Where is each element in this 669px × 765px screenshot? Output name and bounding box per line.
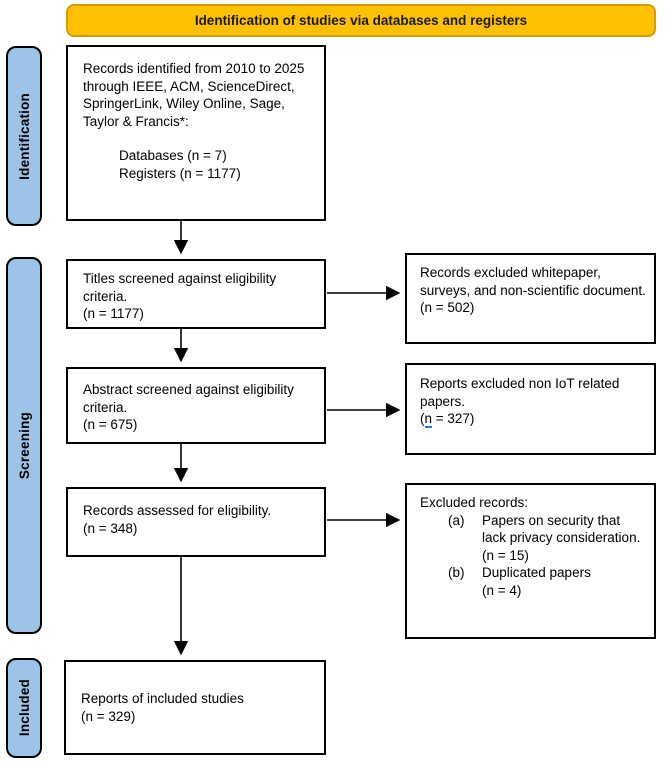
excluded-records-item-b: (b) Duplicated papers (n = 4): [420, 564, 648, 599]
reports-excluded-count-rest: = 327): [432, 411, 475, 427]
abstract-screened-count: (n = 675): [83, 417, 138, 433]
box-records-identified: Records identified from 2010 to 2025 thr…: [66, 45, 326, 221]
stage-label-included-text: Included: [16, 679, 32, 737]
excluded-records-item-a-count: (n = 15): [482, 547, 529, 563]
box-excluded-records: Excluded records: (a) Papers on security…: [405, 483, 656, 639]
records-assessed-text: Records assessed for eligibility.: [83, 503, 272, 518]
records-excluded-text: Records excluded whitepaper, surveys, an…: [420, 265, 646, 298]
reports-excluded-count-open: (: [420, 411, 425, 427]
stage-label-identification-text: Identification: [16, 92, 32, 180]
stage-label-screening-text: Screening: [16, 411, 32, 480]
reports-included-text: Reports of included studies: [81, 690, 244, 706]
records-assessed-count: (n = 348): [83, 520, 138, 536]
excluded-records-item-a-text: Papers on security that lack privacy con…: [482, 512, 648, 565]
grammar-underlined-n: n: [424, 411, 433, 429]
abstract-screened-text: Abstract screened against eligibility cr…: [83, 382, 294, 415]
box-records-assessed: Records assessed for eligibility. (n = 3…: [66, 487, 326, 557]
stage-label-included: Included: [6, 658, 42, 758]
stage-label-screening: Screening: [6, 257, 42, 634]
records-identified-databases-count: Databases (n = 7): [119, 148, 227, 164]
records-excluded-count: (n = 502): [420, 300, 475, 316]
diagram-title: Identification of studies via databases …: [194, 13, 528, 28]
box-reports-included: Reports of included studies (n = 329): [64, 660, 326, 755]
excluded-records-item-b-count: (n = 4): [482, 582, 522, 598]
box-records-excluded: Records excluded whitepaper, surveys, an…: [405, 253, 656, 344]
reports-excluded-text: Reports excluded non IoT related papers.: [420, 376, 620, 409]
excluded-records-item-b-label: (b): [448, 565, 465, 581]
stage-label-identification: Identification: [6, 46, 42, 226]
titles-screened-text: Titles screened against eligibility crit…: [83, 271, 277, 304]
reports-included-count: (n = 329): [81, 708, 136, 724]
excluded-records-item-a-body: Papers on security that lack privacy con…: [482, 512, 641, 546]
excluded-records-item-a: (a) Papers on security that lack privacy…: [420, 512, 648, 565]
box-abstract-screened: Abstract screened against eligibility cr…: [66, 367, 326, 444]
excluded-records-title: Excluded records:: [420, 495, 529, 510]
excluded-records-item-b-body: Duplicated papers: [482, 565, 591, 581]
reports-excluded-count: (n = 327): [420, 410, 646, 429]
records-identified-text: Records identified from 2010 to 2025 thr…: [83, 61, 305, 129]
box-reports-excluded: Reports excluded non IoT related papers.…: [405, 363, 656, 455]
box-titles-screened: Titles screened against eligibility crit…: [66, 259, 326, 329]
excluded-records-item-a-label: (a): [448, 512, 465, 528]
excluded-records-item-b-text: Duplicated papers (n = 4): [482, 564, 648, 599]
records-identified-registers-count: Registers (n = 1177): [119, 165, 241, 181]
diagram-title-banner: Identification of studies via databases …: [66, 4, 656, 37]
titles-screened-count: (n = 1177): [83, 306, 144, 322]
